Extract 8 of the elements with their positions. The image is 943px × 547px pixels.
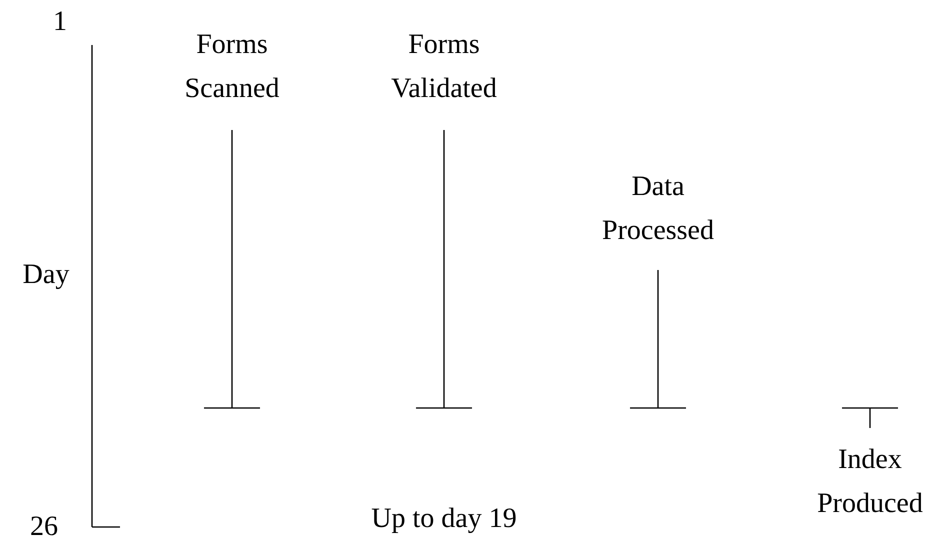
stage-label: Forms Validated — [390, 28, 498, 106]
stage-label: Forms Scanned — [184, 28, 280, 106]
stage-label: Index Produced — [816, 443, 924, 521]
axis-label: Day — [22, 258, 70, 292]
stage-label: Data Processed — [601, 170, 715, 248]
note-label: Up to day 19 — [370, 502, 518, 536]
tick-label: 1 — [52, 5, 68, 39]
tick-label: 26 — [29, 510, 59, 544]
